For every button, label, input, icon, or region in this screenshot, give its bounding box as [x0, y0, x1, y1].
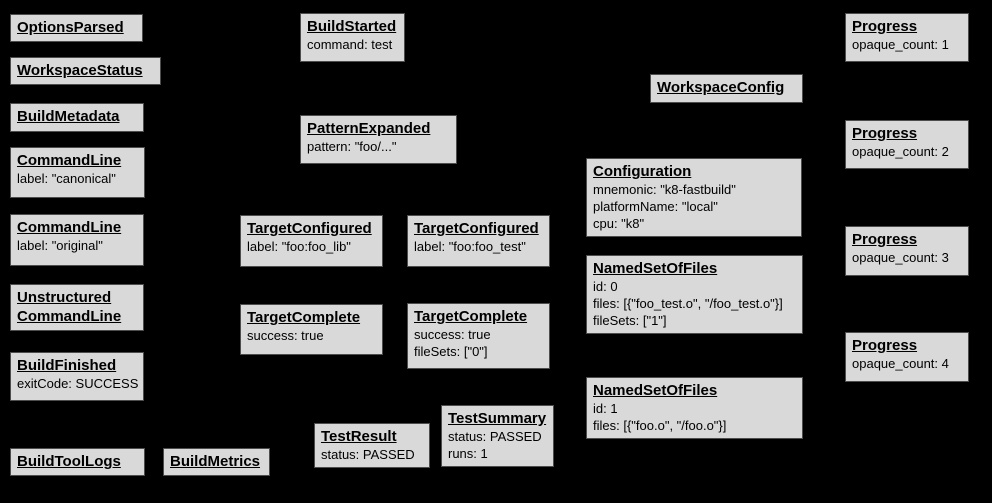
- event-box-progress-4: Progress opaque_count: 4: [845, 332, 969, 382]
- event-box-options-parsed: OptionsParsed: [10, 14, 143, 42]
- event-box-named-set-of-files-0: NamedSetOfFiles id: 0 files: [{"foo_test.o…: [586, 255, 803, 334]
- event-box-build-finished: BuildFinished exitCode: SUCCESS: [10, 352, 144, 401]
- box-title: WorkspaceConfig: [657, 79, 785, 96]
- box-title: Unstructured: [17, 289, 112, 306]
- box-title: TargetComplete: [247, 309, 361, 326]
- box-detail: cpu: "k8": [593, 216, 645, 231]
- box-title: BuildMetrics: [170, 453, 261, 470]
- box-detail: fileSets: ["1"]: [593, 313, 667, 328]
- box-title: PatternExpanded: [307, 120, 431, 137]
- box-title: BuildStarted: [307, 18, 397, 35]
- box-title: TestSummary: [448, 410, 547, 427]
- event-box-target-complete-test: TargetComplete success: true fileSets: ["0…: [407, 303, 550, 369]
- box-title: NamedSetOfFiles: [593, 382, 718, 399]
- event-box-configuration: Configuration mnemonic: "k8-fastbuild" pla…: [586, 158, 802, 237]
- box-title: NamedSetOfFiles: [593, 260, 718, 277]
- event-box-named-set-of-files-1: NamedSetOfFiles id: 1 files: [{"foo.o", "/…: [586, 377, 803, 439]
- box-detail: opaque_count: 3: [852, 250, 949, 265]
- box-detail: mnemonic: "k8-fastbuild": [593, 182, 736, 197]
- box-detail: success: true: [247, 328, 324, 343]
- box-title: Progress: [852, 231, 918, 248]
- box-detail: label: "foo:foo_test": [414, 239, 526, 254]
- box-title: OptionsParsed: [17, 19, 124, 36]
- box-title: TargetConfigured: [247, 220, 372, 237]
- box-detail: id: 1: [593, 401, 618, 416]
- event-box-target-configured-test: TargetConfigured label: "foo:foo_test": [407, 215, 550, 267]
- box-title: CommandLine: [17, 308, 122, 325]
- event-box-test-result: TestResult status: PASSED: [314, 423, 430, 468]
- box-title: BuildMetadata: [17, 108, 120, 125]
- box-detail: fileSets: ["0"]: [414, 344, 488, 359]
- event-box-target-complete-lib: TargetComplete success: true: [240, 304, 383, 355]
- box-detail: pattern: "foo/...": [307, 139, 397, 154]
- box-title: BuildFinished: [17, 357, 117, 374]
- event-box-workspace-config: WorkspaceConfig: [650, 74, 803, 103]
- event-box-progress-2: Progress opaque_count: 2: [845, 120, 969, 169]
- box-title: Progress: [852, 337, 918, 354]
- box-detail: label: "original": [17, 238, 103, 253]
- event-box-build-metrics: BuildMetrics: [163, 448, 270, 476]
- box-title: WorkspaceStatus: [17, 62, 143, 79]
- box-detail: id: 0: [593, 279, 618, 294]
- box-detail: opaque_count: 1: [852, 37, 949, 52]
- box-title: Progress: [852, 125, 918, 142]
- box-detail: files: [{"foo_test.o", "/foo_test.o"}]: [593, 296, 783, 311]
- box-title: TargetConfigured: [414, 220, 539, 237]
- event-box-build-tool-logs: BuildToolLogs: [10, 448, 145, 476]
- event-box-test-summary: TestSummary status: PASSED runs: 1: [441, 405, 554, 467]
- box-title: CommandLine: [17, 219, 122, 236]
- box-detail: runs: 1: [448, 446, 488, 461]
- box-detail: files: [{"foo.o", "/foo.o"}]: [593, 418, 727, 433]
- box-detail: label: "canonical": [17, 171, 116, 186]
- event-box-target-configured-lib: TargetConfigured label: "foo:foo_lib": [240, 215, 383, 267]
- box-title: CommandLine: [17, 152, 122, 169]
- box-title: Configuration: [593, 163, 692, 180]
- event-box-progress-3: Progress opaque_count: 3: [845, 226, 969, 276]
- box-detail: opaque_count: 4: [852, 356, 949, 371]
- box-title: Progress: [852, 18, 918, 35]
- box-title: TargetComplete: [414, 308, 528, 325]
- box-detail: label: "foo:foo_lib": [247, 239, 351, 254]
- event-box-command-line-original: CommandLine label: "original": [10, 214, 144, 266]
- box-detail: success: true: [414, 327, 491, 342]
- event-box-build-started: BuildStarted command: test: [300, 13, 405, 62]
- box-detail: opaque_count: 2: [852, 144, 949, 159]
- event-box-command-line-canonical: CommandLine label: "canonical": [10, 147, 145, 198]
- box-detail: status: PASSED: [321, 447, 415, 462]
- box-detail: status: PASSED: [448, 429, 542, 444]
- event-box-workspace-status: WorkspaceStatus: [10, 57, 161, 85]
- box-detail: command: test: [307, 37, 393, 52]
- box-title: BuildToolLogs: [17, 453, 121, 470]
- event-box-build-metadata: BuildMetadata: [10, 103, 144, 132]
- box-detail: platformName: "local": [593, 199, 718, 214]
- box-detail: exitCode: SUCCESS: [17, 376, 139, 391]
- event-box-progress-1: Progress opaque_count: 1: [845, 13, 969, 62]
- box-title: TestResult: [321, 428, 397, 445]
- event-box-pattern-expanded: PatternExpanded pattern: "foo/...": [300, 115, 457, 164]
